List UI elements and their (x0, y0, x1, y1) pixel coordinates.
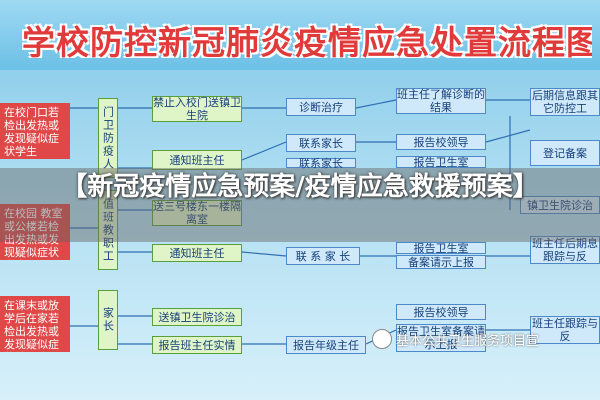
box-report-leader-2: 报告校领导 (396, 304, 486, 320)
box-record: 登记备案 (530, 140, 600, 166)
box-report-clinic-2: 报告卫生室 (396, 242, 486, 255)
box-isolation-room: 送三号楼东一楼隔离室 (152, 200, 242, 226)
box-followup-1: 后期信息跟其它防控工 (530, 88, 600, 116)
box-report-clinic-1: 报告卫生室 (396, 156, 486, 169)
box-deny-entry: 禁止入校门送镇卫生院 (152, 96, 242, 122)
box-report-leader-1: 报告校领导 (396, 134, 486, 150)
box-notify-teacher-2: 通知班主任 (152, 244, 242, 262)
column-parent: 家长 (98, 290, 118, 350)
wechat-icon (372, 329, 392, 349)
watermark: 基本公共卫生服务项目宣 (372, 328, 598, 350)
box-send-clinic: 送镇卫生院诊治 (152, 308, 242, 326)
left-box-gate: 在校门口若检出发热或发现疑似症状学生 (0, 103, 70, 159)
overlay-title: 【新冠疫情应急预案/疫情应急救援预案】 (61, 172, 539, 202)
box-file-report-1: 备案请示上报 (396, 255, 486, 269)
box-report-grade-head: 报告年级主任 (286, 336, 366, 354)
box-contact-parent-2: 联系家长 (286, 157, 356, 170)
column-guard: 门卫防疫人 (98, 98, 118, 178)
box-diagnosis: 诊断治疗 (286, 98, 356, 116)
box-contact-parent-1: 联系家长 (286, 134, 356, 152)
column-teacher: 值班教职工 (98, 190, 118, 270)
watermark-text: 基本公共卫生服务项目宣 (396, 333, 540, 349)
box-followup-2: 班主任后期息跟踪与反 (530, 236, 600, 264)
box-notify-teacher-1: 通知班主任 (152, 150, 242, 170)
box-report-teacher: 报告班主任实情 (152, 336, 242, 354)
box-file-report-2: 报告卫生室备案请示上报 (396, 324, 486, 352)
title-overlay-band (0, 168, 600, 242)
box-contact-parent-3: 联 系 家 长 (286, 247, 360, 265)
left-box-home: 在课末或放学后在家若检出发热或发现疑似症状处置流程 (0, 296, 70, 352)
title-band (0, 0, 600, 70)
page-title: 学校防控新冠肺炎疫情应急处置流程图 (22, 23, 592, 58)
left-box-campus: 在校园 教室或公楼若检出发热或发现疑似症状学生 (0, 204, 70, 260)
box-teacher-learns-result: 班主任了解诊断的结果 (396, 88, 486, 114)
box-followup-3: 班主任跟踪与反 (530, 316, 600, 344)
